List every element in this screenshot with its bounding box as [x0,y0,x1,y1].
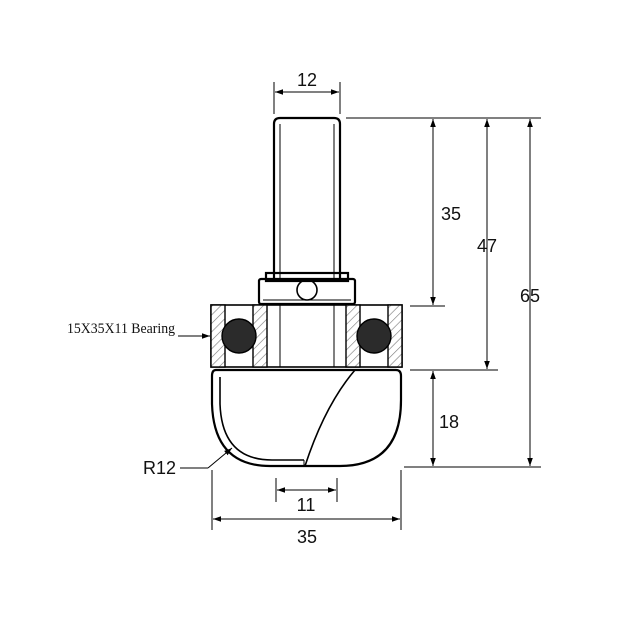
dim-label-12: 12 [297,70,317,90]
dim-label-35-horizontal: 35 [297,527,317,547]
dim-overall-length: 65 [520,119,540,466]
bearing-ball-right [356,318,392,354]
dim-shank-diameter: 12 [273,70,341,114]
dim-upper-height: 47 [477,119,497,369]
dim-tip-width: 11 [275,478,338,515]
bearing-label: 15X35X11 Bearing [67,321,175,337]
shank [272,116,342,278]
dim-cutting-height: 18 [430,371,459,466]
dim-label-65: 65 [520,286,540,306]
radius-label: R12 [143,458,176,478]
dim-label-18: 18 [439,412,459,432]
dim-shank-length: 35 [430,119,461,305]
bearing-callout: 15X35X11 Bearing [67,321,210,339]
screw-hole [296,279,318,301]
cutter-head [210,368,403,468]
radius-callout: R12 [143,447,233,478]
collar [257,271,357,306]
bearing-ball-left [221,318,257,354]
dim-label-35-vertical: 35 [441,204,461,224]
bearing [210,304,403,368]
dim-cutting-diameter: 35 [211,470,402,547]
dim-label-11: 11 [297,495,316,515]
dim-label-47: 47 [477,236,497,256]
extension-lines [346,117,541,468]
